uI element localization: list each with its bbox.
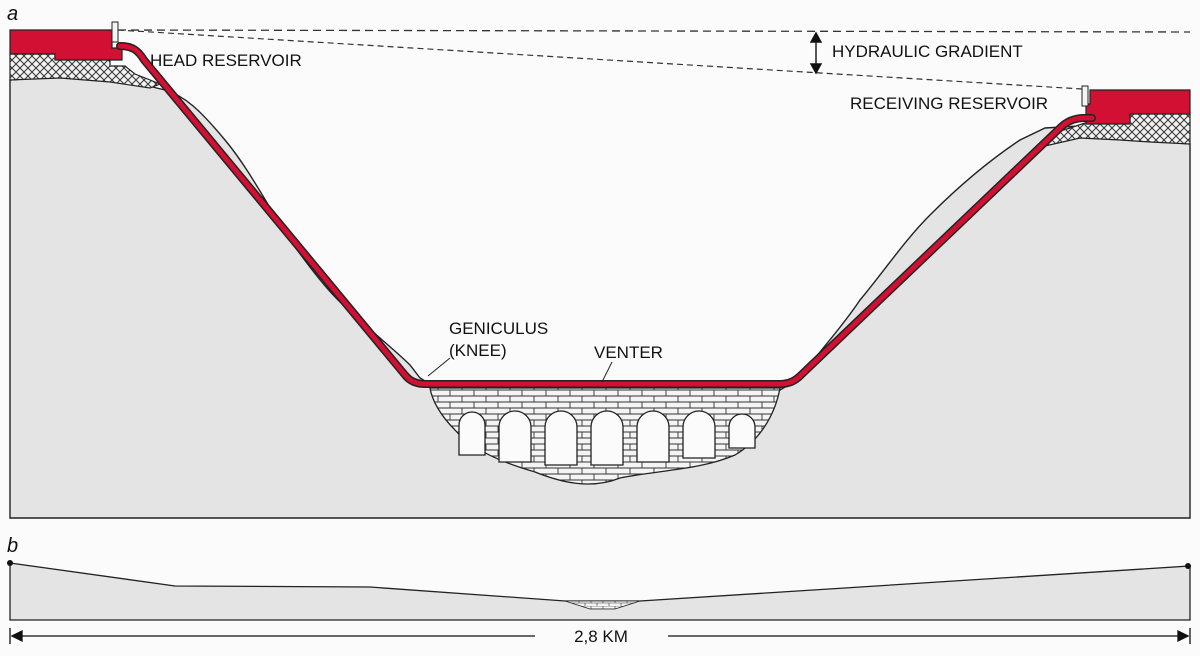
hydraulic-gradient-label: HYDRAULIC GRADIENT bbox=[832, 42, 1023, 61]
head-water-level-line bbox=[117, 29, 1191, 33]
ground-profile-b bbox=[9, 562, 1191, 621]
arch-2 bbox=[498, 410, 532, 463]
arch-1 bbox=[458, 411, 486, 456]
panel-b: b 2,8 KM bbox=[7, 535, 1191, 646]
arch-openings bbox=[458, 410, 756, 466]
head-reservoir-standpipe bbox=[111, 21, 119, 43]
head-point-b bbox=[7, 560, 13, 566]
arch-6 bbox=[682, 410, 716, 459]
arch-4 bbox=[590, 410, 624, 466]
hydraulic-gradient-line bbox=[117, 29, 1083, 90]
receiving-point-b bbox=[1185, 563, 1191, 569]
receiving-reservoir-standpipe bbox=[1081, 85, 1089, 107]
receiving-reservoir bbox=[1085, 89, 1191, 125]
head-reservoir-label: HEAD RESERVOIR bbox=[150, 51, 302, 70]
bridge-profile-b bbox=[564, 600, 641, 610]
geniculus-label: GENICULUS bbox=[449, 319, 548, 338]
arch-3 bbox=[544, 410, 578, 466]
scale-label: 2,8 KM bbox=[574, 627, 628, 646]
venter-label: VENTER bbox=[594, 343, 663, 362]
knee-label: (KNEE) bbox=[449, 341, 507, 360]
venter-leader bbox=[601, 361, 613, 383]
panel-a-letter: a bbox=[7, 3, 18, 25]
gradient-arrow bbox=[809, 31, 823, 75]
receiving-reservoir-label: RECEIVING RESERVOIR bbox=[850, 94, 1048, 113]
ground-profile-a bbox=[9, 75, 1191, 519]
siphon-pipe bbox=[117, 43, 1095, 387]
geniculus-leader bbox=[427, 357, 451, 377]
panel-a: a bbox=[7, 3, 1191, 519]
arch-5 bbox=[636, 410, 670, 463]
panel-b-letter: b bbox=[7, 535, 18, 557]
receiving-reservoir-foundation bbox=[1043, 111, 1191, 147]
arch-7 bbox=[728, 413, 756, 449]
scale-bar bbox=[9, 628, 1191, 644]
